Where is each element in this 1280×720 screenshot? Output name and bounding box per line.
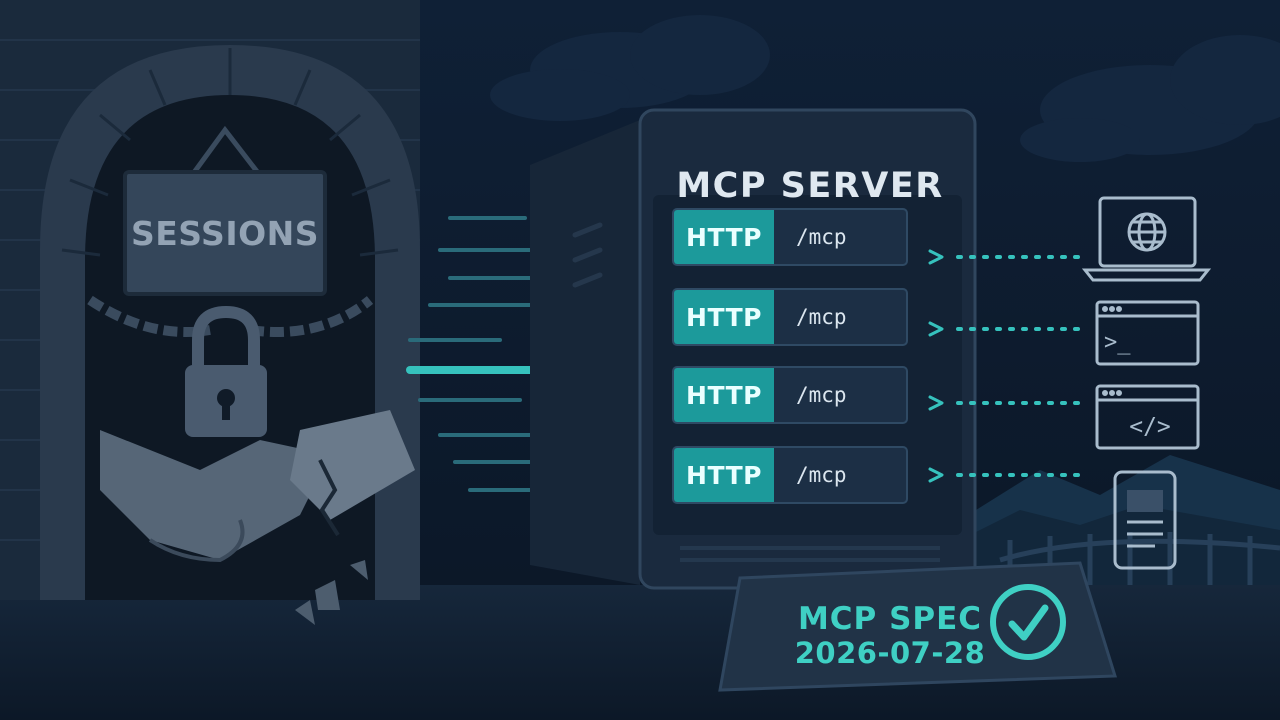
client-connectors: [928, 249, 1082, 483]
code-window-icon: [1095, 384, 1200, 450]
endpoint-row: HTTP /mcp: [672, 366, 908, 424]
clouds: [490, 15, 1280, 162]
endpoint-protocol: HTTP: [674, 290, 774, 344]
laptop-globe-icon: [1081, 196, 1212, 282]
endpoint-path: /mcp: [796, 463, 847, 487]
endpoint-row: HTTP /mcp: [672, 288, 908, 346]
spec-date: 2026-07-28: [794, 636, 986, 671]
sessions-sign-board: [123, 170, 327, 296]
endpoint-path: /mcp: [796, 225, 847, 249]
padlock-icon: [185, 305, 267, 437]
endpoint-protocol: HTTP: [674, 448, 774, 502]
spec-plaque-text: MCP SPEC 2026-07-28: [790, 594, 990, 678]
cracked-handshake-icon: [100, 410, 415, 625]
terminal-window-icon: [1095, 300, 1200, 366]
spec-name: MCP SPEC: [797, 600, 983, 637]
endpoint-path: /mcp: [796, 305, 847, 329]
endpoint-protocol: HTTP: [674, 210, 774, 264]
code-brackets-glyph: </>: [1129, 414, 1171, 440]
endpoint-row: HTTP /mcp: [672, 208, 908, 266]
endpoint-path: /mcp: [796, 383, 847, 407]
server-title: MCP SERVER: [676, 166, 944, 206]
server-side: [530, 120, 640, 585]
speed-lines: [408, 216, 587, 492]
terminal-prompt-glyph: >_: [1104, 329, 1131, 355]
endpoint-protocol: HTTP: [674, 368, 774, 422]
sessions-sign-label: SESSIONS: [130, 213, 320, 253]
check-circle-icon: [990, 584, 1066, 660]
mobile-phone-icon: [1113, 470, 1177, 570]
endpoint-row: HTTP /mcp: [672, 446, 908, 504]
spec-plaque: [718, 561, 1118, 692]
